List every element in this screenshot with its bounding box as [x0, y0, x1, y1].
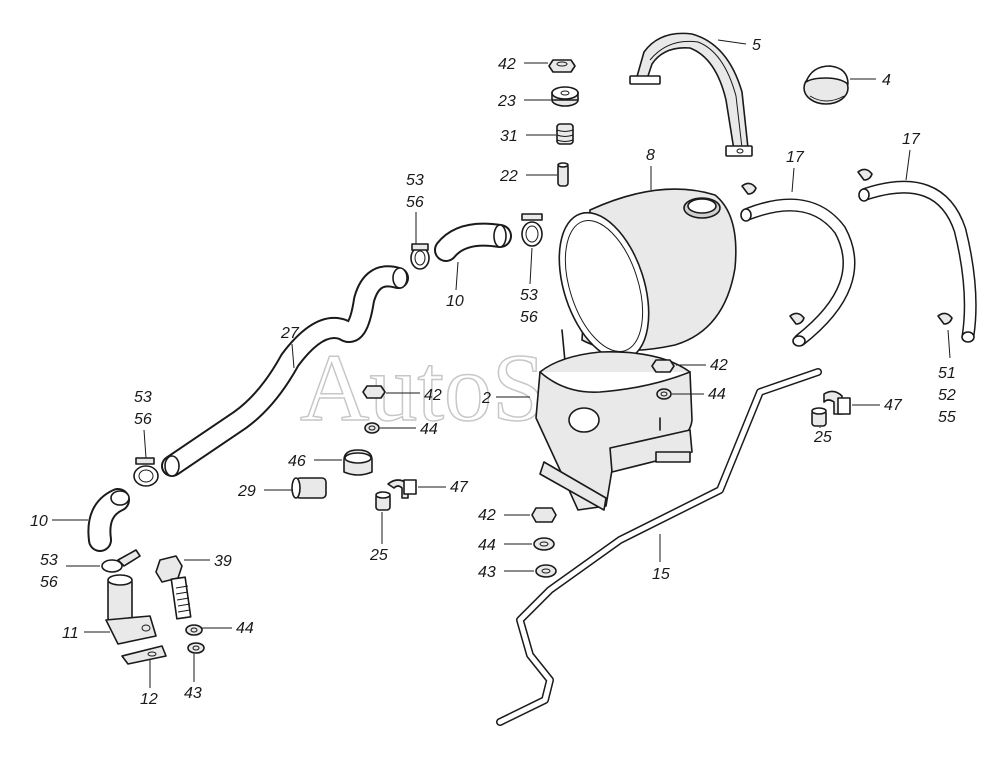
- spring-31: [556, 123, 574, 145]
- label-43-bottom: 43: [478, 564, 496, 581]
- label-44-right: 44: [708, 386, 726, 403]
- label-42-right: 42: [710, 357, 728, 374]
- label-4: 4: [882, 72, 891, 89]
- label-47-left: 47: [450, 479, 469, 496]
- label-56-c: 56: [134, 411, 152, 428]
- washer-44-right: [656, 388, 672, 400]
- hose-17-right: [857, 168, 977, 343]
- label-11: 11: [62, 625, 79, 642]
- label-42-mid: 42: [424, 387, 442, 404]
- filler-cap-4: [803, 65, 849, 105]
- label-2: 2: [481, 390, 491, 407]
- clamp-47-left: [387, 479, 417, 499]
- clamp-47-right: [823, 390, 851, 415]
- label-53-d: 53: [40, 552, 58, 569]
- label-43-small: 43: [184, 685, 202, 702]
- label-8: 8: [646, 147, 655, 164]
- hose-10-lower: [87, 488, 130, 552]
- label-23: 23: [497, 93, 516, 110]
- label-44-bottom: 44: [478, 537, 496, 554]
- strap-5: [629, 32, 753, 157]
- label-53-a: 53: [406, 172, 424, 189]
- label-55: 55: [938, 409, 956, 426]
- clamp-53-bottom: [101, 549, 141, 573]
- clamp-53-top-right: [521, 213, 543, 247]
- pipe-27: [161, 265, 409, 477]
- pipe-15: [496, 368, 822, 726]
- label-42-bottom: 42: [478, 507, 496, 524]
- callouts: 42 23 31 22 5 4 8 17 17 53 56 10 53 56: [30, 37, 956, 708]
- gasket-12: [121, 645, 167, 665]
- hose-10-top: [434, 222, 512, 262]
- label-22: 22: [499, 168, 518, 185]
- sleeve-29: [291, 477, 327, 499]
- clamp-53-top-left: [410, 243, 430, 270]
- clamp-53-lower: [133, 457, 159, 487]
- washer-43-small: [187, 642, 205, 654]
- label-15: 15: [652, 566, 670, 583]
- label-56-d: 56: [40, 574, 58, 591]
- label-44-mid: 44: [420, 421, 438, 438]
- label-29: 29: [237, 483, 256, 500]
- nut-42-top: [548, 59, 576, 73]
- label-27: 27: [280, 325, 300, 342]
- washer-44-mid: [364, 422, 380, 434]
- sleeve-25-left: [375, 491, 391, 511]
- label-10-lower: 10: [30, 513, 48, 530]
- pin-22: [557, 162, 569, 187]
- label-53-b: 53: [520, 287, 538, 304]
- washer-43-bottom: [535, 564, 557, 578]
- label-17-right: 17: [902, 131, 921, 148]
- label-17-left: 17: [786, 149, 805, 166]
- label-52: 52: [938, 387, 956, 404]
- sleeve-46: [343, 449, 373, 476]
- hose-17-left: [740, 182, 856, 347]
- label-47-right: 47: [884, 397, 903, 414]
- label-31: 31: [500, 128, 518, 145]
- tank-8: [558, 188, 737, 361]
- label-53-c: 53: [134, 389, 152, 406]
- label-56-b: 56: [520, 309, 538, 326]
- label-51: 51: [938, 365, 956, 382]
- label-25-left: 25: [369, 547, 388, 564]
- nut-42-right: [651, 359, 675, 373]
- label-25-right: 25: [813, 429, 832, 446]
- sleeve-25-right: [811, 407, 827, 427]
- flange-11: [105, 574, 157, 645]
- washer-44-bottom: [533, 537, 555, 551]
- label-39: 39: [214, 553, 232, 570]
- nut-42-bottom: [531, 507, 557, 523]
- label-5: 5: [752, 37, 761, 54]
- bracket-2: [535, 329, 693, 511]
- label-42: 42: [498, 56, 516, 73]
- washer-23: [551, 86, 579, 107]
- bolt-39: [155, 555, 192, 620]
- label-10-top: 10: [446, 293, 464, 310]
- label-56-a: 56: [406, 194, 424, 211]
- nut-42-mid: [362, 385, 386, 399]
- label-12: 12: [140, 691, 158, 708]
- washer-44-small: [185, 624, 203, 636]
- label-44-small: 44: [236, 620, 254, 637]
- label-46: 46: [288, 453, 306, 470]
